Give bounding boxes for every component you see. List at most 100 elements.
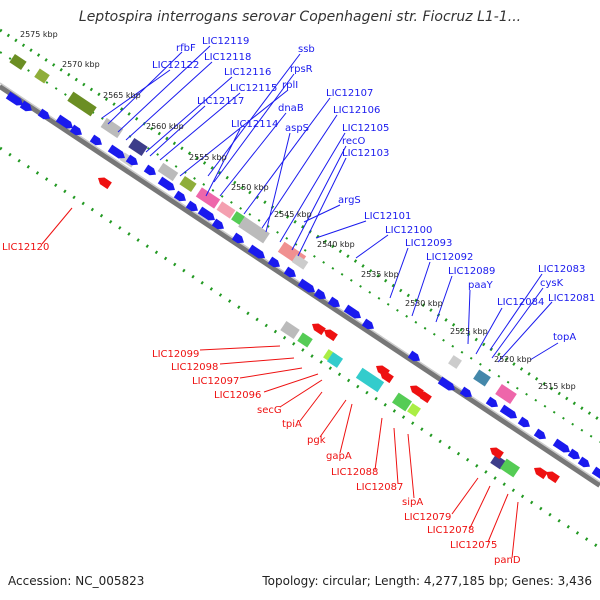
reverse-gene-arrow <box>380 371 394 384</box>
forward-gene-arrow <box>437 376 455 391</box>
leader-line <box>297 157 347 257</box>
feature-box <box>355 367 385 393</box>
leader-line <box>489 273 543 351</box>
bottom-gene-labels: LIC12120 LIC12099 LIC12098 LIC12097 LIC1… <box>2 242 521 566</box>
leader-line <box>374 417 383 471</box>
gene-label: LIC12117 <box>197 96 244 107</box>
leader-line <box>239 367 303 379</box>
feature-box <box>473 369 491 387</box>
leader-line <box>475 307 503 355</box>
gene-label: rfbF <box>176 43 196 54</box>
forward-gene-arrow <box>55 114 73 129</box>
leader-line <box>41 207 73 245</box>
feature-box <box>490 454 506 470</box>
gene-label: LIC12097 <box>192 376 239 387</box>
forward-gene-arrow <box>247 244 265 259</box>
leader-line <box>315 220 367 239</box>
map-title: Leptospira interrogans serovar Copenhage… <box>78 9 522 25</box>
gene-label: LIC12101 <box>364 211 411 222</box>
scale-label: 2560 kbp <box>146 122 184 131</box>
gene-label: LIC12106 <box>333 105 380 116</box>
gene-label: LIC12078 <box>427 525 474 536</box>
forward-gene-arrow <box>533 428 546 440</box>
forward-gene-arrow <box>567 448 580 460</box>
leader-line <box>213 73 295 183</box>
leader-line <box>407 433 415 499</box>
leader-line <box>145 76 233 153</box>
gene-label: LIC12114 <box>231 119 278 130</box>
leader-line <box>101 69 171 119</box>
leader-line <box>159 92 241 161</box>
leader-line <box>355 234 389 259</box>
forward-gene-arrow <box>283 266 296 278</box>
leader-line <box>279 379 323 408</box>
forward-gene-arrow <box>459 386 472 398</box>
gene-label: aspS <box>285 123 309 134</box>
scale-label: 2565 kbp <box>103 91 141 100</box>
leader-line <box>125 61 213 141</box>
label-leader-lines <box>41 45 559 559</box>
gene-label: LIC12089 <box>448 266 495 277</box>
scale-label: 2540 kbp <box>317 240 355 249</box>
feature-box <box>128 137 148 157</box>
gene-label: LIC12105 <box>342 123 389 134</box>
feature-box <box>179 175 197 193</box>
forward-gene-arrow <box>297 278 315 293</box>
gene-label: sipA <box>402 497 423 508</box>
feature-box <box>67 91 97 117</box>
leader-line <box>199 345 281 351</box>
forward-gene-arrow <box>197 206 215 221</box>
gene-label: LIC12083 <box>538 264 585 275</box>
leader-line <box>319 399 347 438</box>
forward-gene-arrow <box>173 190 186 202</box>
reverse-gene-arrow <box>418 391 432 404</box>
leader-line <box>469 485 491 529</box>
forward-gene-arrow <box>37 108 50 120</box>
gene-label: topA <box>553 332 576 343</box>
scale-label: 2530 kbp <box>405 299 443 308</box>
feature-box <box>407 403 421 417</box>
leader-line <box>411 261 431 317</box>
leader-line <box>117 45 211 133</box>
scale-label: 2570 kbp <box>62 60 100 69</box>
forward-gene-arrow <box>107 144 125 159</box>
leader-line <box>219 112 287 197</box>
feature-box <box>216 201 236 219</box>
scale-label: 2520 kbp <box>494 355 532 364</box>
feature-box <box>291 254 309 270</box>
forward-gene-arrow <box>89 134 102 146</box>
scale-label: 2550 kbp <box>231 183 269 192</box>
gene-label: LIC12075 <box>450 540 497 551</box>
forward-gene-arrow <box>552 438 570 453</box>
forward-gene-arrow <box>19 100 32 112</box>
leader-line <box>451 477 479 515</box>
reverse-gene-arrow <box>98 177 112 190</box>
gene-label: LIC12120 <box>2 242 49 253</box>
feature-box <box>231 211 245 225</box>
gene-label: cysK <box>540 278 564 289</box>
gene-label: LIC12100 <box>385 225 432 236</box>
forward-gene-arrow <box>69 124 82 136</box>
leader-line <box>265 132 291 233</box>
gene-label: pgk <box>307 435 326 446</box>
leader-line <box>205 128 241 197</box>
forward-gene-arrow <box>5 91 23 106</box>
reverse-gene-arrow <box>534 467 548 480</box>
feature-box <box>34 68 50 84</box>
feature-box <box>280 320 300 340</box>
leader-line <box>435 275 453 323</box>
gene-label: LIC12088 <box>331 467 378 478</box>
forward-gene-arrow <box>211 218 224 230</box>
feature-box <box>100 117 124 139</box>
feature-box <box>157 162 179 182</box>
leader-line <box>339 403 353 454</box>
reverse-gene-arrow <box>490 447 504 460</box>
gene-arrows <box>5 91 600 484</box>
gene-label: LIC12081 <box>548 293 595 304</box>
feature-box <box>392 392 412 412</box>
gene-label: LIC12099 <box>152 349 199 360</box>
gene-label: paaY <box>468 280 494 291</box>
forward-gene-arrow <box>517 416 530 428</box>
reverse-gene-arrow <box>324 329 338 342</box>
forward-gene-arrow <box>231 232 244 244</box>
